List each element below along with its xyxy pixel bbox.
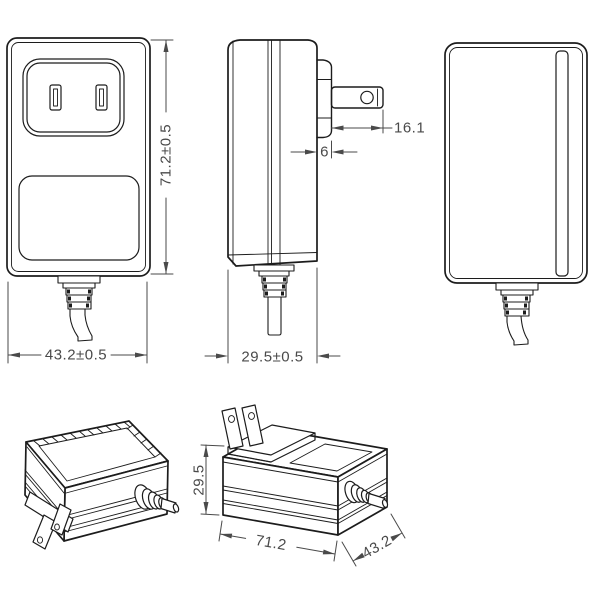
iso2-cable-stub bbox=[367, 492, 386, 510]
front-prong-slot-left bbox=[49, 84, 62, 111]
front-dim-width: 43.2±0.5 bbox=[7, 281, 148, 364]
iso2-cable-bushing bbox=[344, 480, 389, 510]
iso2-chamfer-line bbox=[222, 461, 339, 483]
side-dim-boss-depth-label: 6 bbox=[320, 144, 329, 161]
back-strain-relief bbox=[495, 282, 539, 317]
iso1-chamfer-line bbox=[65, 465, 168, 494]
side-dim-body-depth-label: 29.5±0.5 bbox=[241, 349, 303, 366]
front-dim-height-label: 71.2±0.5 bbox=[158, 124, 175, 186]
iso2-prong-right-hole bbox=[248, 412, 255, 420]
arrowhead bbox=[163, 40, 169, 52]
back-seam-strip bbox=[555, 50, 569, 277]
iso1-chamfer-line bbox=[26, 446, 65, 494]
front-dim-height: 71.2±0.5 bbox=[150, 39, 175, 275]
side-bottom-seam bbox=[227, 252, 318, 256]
front-prong-slot-left-inner bbox=[53, 88, 58, 107]
front-dim-width-label: 43.2±0.5 bbox=[45, 347, 107, 364]
back-cable bbox=[506, 315, 529, 346]
arrowhead bbox=[220, 533, 233, 539]
front-prong-slot-right-inner bbox=[99, 88, 104, 107]
iso2-dim-length: 71.2 bbox=[218, 520, 338, 562]
side-dim-body-depth: 29.5±0.5 bbox=[204, 267, 341, 366]
iso2-prong-left bbox=[221, 407, 244, 450]
arrowhead bbox=[390, 533, 402, 542]
arrowhead bbox=[331, 149, 344, 155]
iso2-dim-depth-label: 29.5 bbox=[191, 464, 208, 495]
side-dim-prong-length: 16.1 bbox=[331, 109, 425, 137]
front-plug-face-outer bbox=[22, 58, 125, 137]
iso1-hatch-lines bbox=[33, 421, 162, 458]
side-dim-prong-length-label: 16.1 bbox=[394, 120, 425, 137]
side-prong bbox=[330, 86, 384, 109]
iso1-prong-right bbox=[50, 503, 72, 536]
arrowhead bbox=[203, 502, 209, 514]
side-plug-boss bbox=[316, 59, 333, 139]
side-parting-lines bbox=[267, 39, 281, 266]
front-cable bbox=[69, 308, 93, 342]
iso2-dim-depth: 29.5 bbox=[191, 444, 225, 516]
iso1-prong-right-hole bbox=[54, 523, 60, 531]
arrowhead bbox=[203, 445, 209, 457]
iso1-prong-left bbox=[32, 514, 57, 550]
side-view: 16.1 6 29.5±0.5 bbox=[204, 39, 425, 366]
iso1-cable-bushing bbox=[134, 484, 180, 514]
front-plug-face-inner bbox=[26, 62, 121, 133]
side-dim-boss-depth: 6 bbox=[290, 140, 358, 161]
iso2-prong-right bbox=[241, 404, 264, 447]
arrowhead bbox=[331, 125, 344, 131]
arrowhead bbox=[322, 549, 335, 555]
iso2-label-recess bbox=[289, 443, 373, 472]
iso1-cable-stub bbox=[160, 497, 177, 514]
iso2-dim-length-label: 71.2 bbox=[254, 532, 288, 554]
iso2-prong-left-hole bbox=[228, 415, 235, 423]
iso2-chamfer-line bbox=[337, 453, 388, 483]
iso2-platform-edge bbox=[227, 453, 272, 463]
front-view: 43.2±0.5 71.2±0.5 bbox=[6, 37, 175, 364]
back-view bbox=[444, 42, 588, 346]
side-cable bbox=[267, 296, 282, 336]
iso-view-dimensioned: 29.5 71.2 43.2 bbox=[191, 404, 406, 567]
front-strain-relief bbox=[57, 275, 101, 310]
arrowhead bbox=[163, 262, 169, 274]
back-body-inner-line bbox=[449, 47, 583, 279]
front-body-outline bbox=[6, 37, 151, 277]
iso-view-plain bbox=[24, 420, 180, 550]
arrowhead bbox=[305, 149, 317, 155]
side-prong-hole bbox=[360, 90, 374, 105]
arrowhead bbox=[8, 352, 20, 358]
side-body-outline bbox=[227, 39, 318, 267]
front-body-inner-line bbox=[11, 42, 146, 272]
arrowhead bbox=[371, 125, 383, 131]
iso2-dim-width-label: 43.2 bbox=[359, 532, 395, 562]
side-strain-relief bbox=[253, 264, 295, 298]
iso1-prong-left-hole bbox=[36, 536, 44, 544]
arrowhead bbox=[353, 552, 365, 561]
arrowhead bbox=[135, 352, 147, 358]
back-body-outline bbox=[444, 42, 588, 284]
arrowhead bbox=[317, 353, 329, 359]
front-prong-slot-right bbox=[95, 84, 108, 111]
front-label-panel bbox=[18, 175, 140, 261]
arrowhead bbox=[216, 353, 228, 359]
